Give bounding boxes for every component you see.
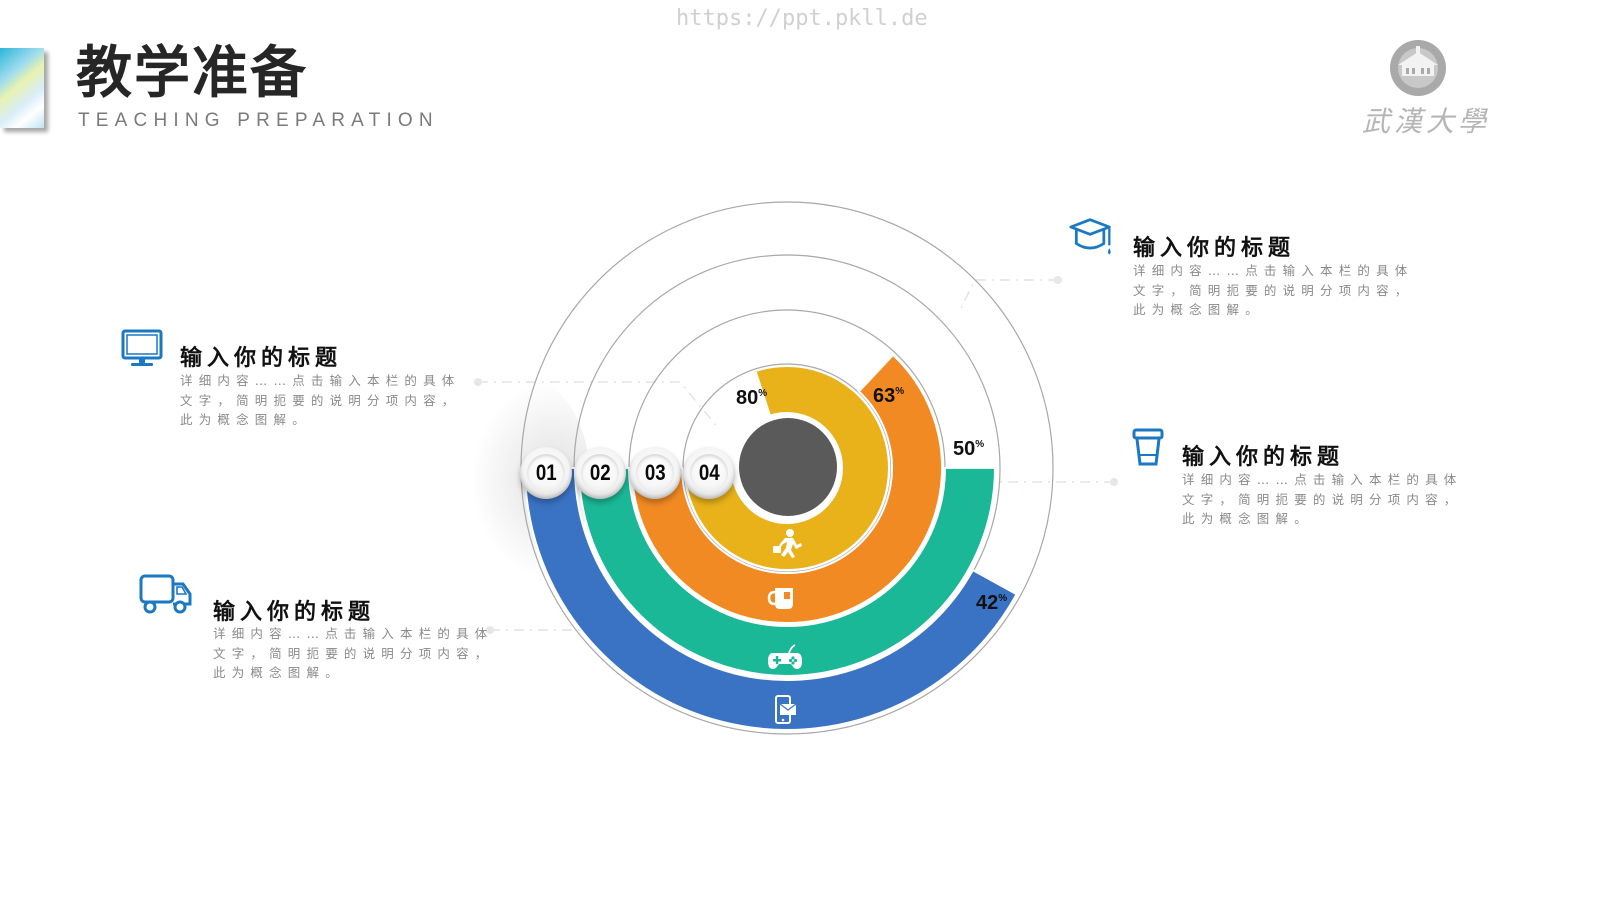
item-description: 详细内容……点击输入本栏的具体文字，简明扼要的说明分项内容，此为概念图解。 xyxy=(180,373,461,427)
connector-line-01 xyxy=(478,381,721,431)
item-description: 详细内容……点击输入本栏的具体文字，简明扼要的说明分项内容，此为概念图解。 xyxy=(213,626,494,680)
item-title: 输入你的标题 xyxy=(1182,445,1345,470)
running-man-icon xyxy=(773,529,802,558)
gamepad-icon xyxy=(768,644,802,669)
step-badge-01[interactable]: 01 xyxy=(520,447,572,499)
graduation-cap-icon xyxy=(1069,218,1111,255)
item-description: 详细内容……点击输入本栏的具体文字，简明扼要的说明分项内容，此为概念图解。 xyxy=(1133,263,1414,317)
tea-cup-icon xyxy=(767,588,793,609)
page-subtitle: TEACHING PREPARATION xyxy=(78,110,439,131)
percent-label-03: 63% xyxy=(873,385,904,407)
percent-label-04: 80% xyxy=(736,387,767,409)
item-title: 输入你的标题 xyxy=(1133,236,1296,261)
step-badge-04[interactable]: 04 xyxy=(683,447,735,499)
ring-bar-02 xyxy=(577,466,997,677)
ring-bar-03 xyxy=(630,353,943,624)
connector-line-03 xyxy=(959,279,1058,311)
university-name-logo: 武漢大學 xyxy=(1362,105,1491,138)
cup-icon xyxy=(1132,428,1164,466)
item-description: 详细内容……点击输入本栏的具体文字，简明扼要的说明分项内容，此为概念图解。 xyxy=(1182,472,1463,526)
item-title: 输入你的标题 xyxy=(213,600,376,625)
step-badge-03[interactable]: 03 xyxy=(629,447,681,499)
corner-decoration xyxy=(0,48,44,128)
watermark-url: https://ppt.pkll.de xyxy=(676,6,928,31)
percent-label-01: 42% xyxy=(976,592,1007,614)
ring-bar-04 xyxy=(683,365,890,572)
monitor-icon xyxy=(121,329,163,366)
truck-icon xyxy=(139,574,192,614)
page-title: 教学准备 xyxy=(76,41,308,106)
ring-bar-01 xyxy=(523,467,1018,731)
university-emblem-icon xyxy=(1390,40,1446,96)
item-title: 输入你的标题 xyxy=(180,346,343,371)
center-disc xyxy=(739,418,837,516)
step-badge-02[interactable]: 02 xyxy=(574,447,626,499)
percent-label-02: 50% xyxy=(953,438,984,460)
phone-mail-icon xyxy=(775,695,797,724)
